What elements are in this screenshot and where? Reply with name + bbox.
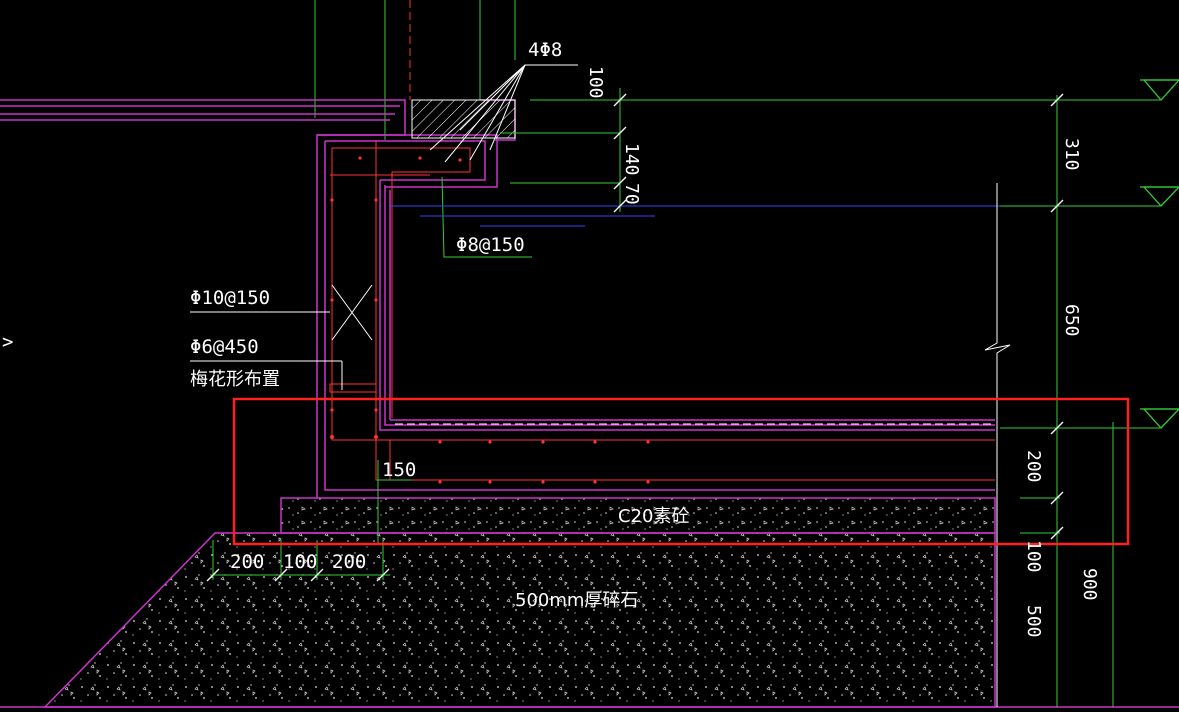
dim-right-900: 900 xyxy=(1079,568,1100,601)
label-dim-150: 150 xyxy=(382,459,416,481)
gravel-base xyxy=(43,532,996,708)
label-rebar-tie: Φ6@450 xyxy=(190,336,259,358)
wall-outline xyxy=(0,99,995,498)
dimension-lines xyxy=(210,88,1160,707)
label-gravel-layer: 500mm厚碎石 xyxy=(515,590,638,611)
dim-right-650: 650 xyxy=(1061,304,1082,337)
leaders xyxy=(190,64,578,390)
label-tie-note: 梅花形布置 xyxy=(190,369,280,390)
label-rebar-wall: Φ10@150 xyxy=(190,287,270,309)
rebar-dots xyxy=(330,156,650,484)
dim-bottom-100: 100 xyxy=(283,551,317,573)
dim-right-200: 200 xyxy=(1023,450,1044,483)
highlight-box xyxy=(232,397,1130,546)
reference-lines xyxy=(314,0,516,140)
concrete-layer xyxy=(280,497,996,534)
label-rebar-top: 4Φ8 xyxy=(528,39,562,61)
elevation-markers xyxy=(1140,79,1179,429)
dim-right-310: 310 xyxy=(1061,138,1082,171)
dim-top-70: 70 xyxy=(621,183,642,205)
dim-right-500: 500 xyxy=(1023,605,1044,638)
edge-mark: > xyxy=(2,331,13,353)
label-rebar-horizontal: Φ8@150 xyxy=(456,234,525,256)
dim-top-100: 100 xyxy=(585,66,606,99)
label-concrete-layer: C20素砼 xyxy=(618,506,689,527)
rebar xyxy=(330,140,995,481)
dim-bottom-200b: 200 xyxy=(332,551,366,573)
dim-top-140: 140 xyxy=(621,143,642,176)
dim-bottom-200a: 200 xyxy=(230,551,264,573)
dim-right-100: 100 xyxy=(1023,540,1044,573)
